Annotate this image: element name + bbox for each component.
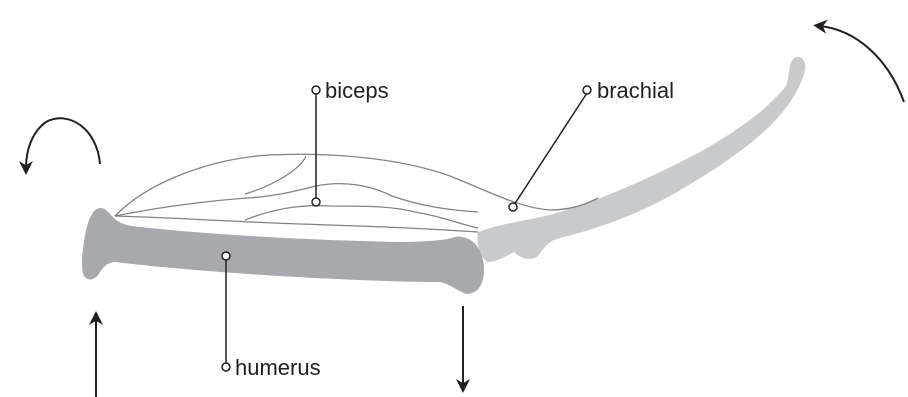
biceps-point-marker [312, 198, 320, 206]
biceps-label: biceps [325, 78, 389, 103]
brachial-label: brachial [597, 78, 674, 103]
biceps-lower-belly [245, 206, 478, 228]
rotation-arrow-right-icon [820, 26, 904, 102]
biceps-lower-line [115, 216, 478, 232]
brachial-label-marker [583, 86, 591, 94]
humerus-point-marker [222, 252, 230, 260]
humerus-label-marker [222, 363, 230, 371]
brachial-point-marker [509, 203, 517, 211]
biceps-inner-line [115, 184, 478, 216]
biceps-label-marker [312, 86, 320, 94]
humerus-label: humerus [235, 355, 321, 380]
brachial-leader-line [514, 93, 587, 205]
brachial-connector [245, 156, 306, 194]
humerus-bone-shape [82, 208, 484, 294]
humerus-bone [82, 208, 484, 294]
rotation-arrow-left-icon [26, 118, 100, 168]
